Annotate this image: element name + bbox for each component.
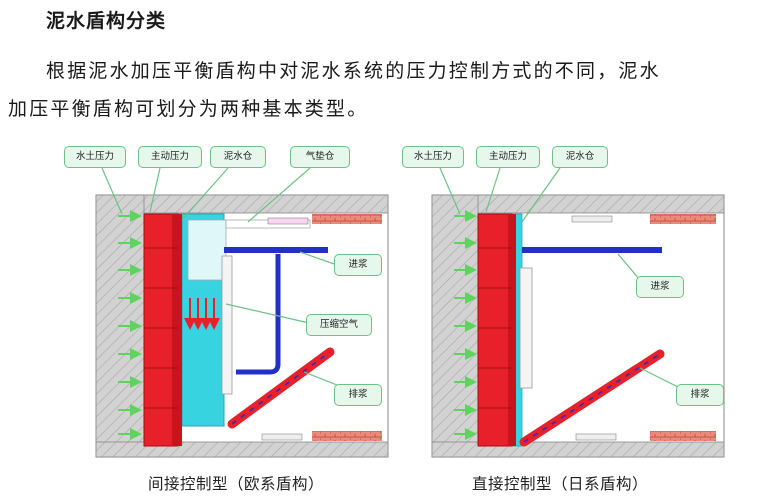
caption-indirect-control: 间接控制型（欧系盾构）	[148, 475, 325, 493]
caption-direct-control: 直接控制型（日系盾构）	[472, 475, 649, 493]
indirect-control-diagram	[95, 167, 389, 458]
label-active-pressure-right: 主动压力	[476, 146, 540, 168]
shield-classification-figure: 水土压力 主动压力 泥水仓 气垫仓 进浆 压缩空气 排浆 水土压力 主动压力 泥…	[0, 128, 764, 501]
section-title: 泥水盾构分类	[46, 10, 167, 32]
label-slurry-discharge: 排浆	[334, 384, 382, 406]
paragraph-line-2: 加压平衡盾构可划分为两种基本类型。	[8, 98, 369, 120]
shield-diagrams	[95, 167, 725, 458]
label-slurry-chamber: 泥水仓	[210, 146, 266, 168]
label-slurry-discharge-right: 排浆	[676, 384, 724, 406]
label-slurry-chamber-right: 泥水仓	[552, 146, 608, 168]
paragraph-line-1: 根据泥水加压平衡盾构中对泥水系统的压力控制方式的不同，泥水	[46, 60, 661, 82]
label-slurry-feed-right: 进浆	[636, 276, 684, 298]
label-compressed-air: 压缩空气	[306, 314, 372, 336]
label-soil-water-pressure: 水土压力	[64, 146, 126, 168]
label-soil-water-pressure-right: 水土压力	[402, 146, 464, 168]
label-air-cushion-chamber: 气垫仓	[290, 146, 350, 168]
label-active-pressure: 主动压力	[138, 146, 202, 168]
label-slurry-feed: 进浆	[334, 254, 382, 276]
direct-control-diagram	[431, 167, 725, 458]
